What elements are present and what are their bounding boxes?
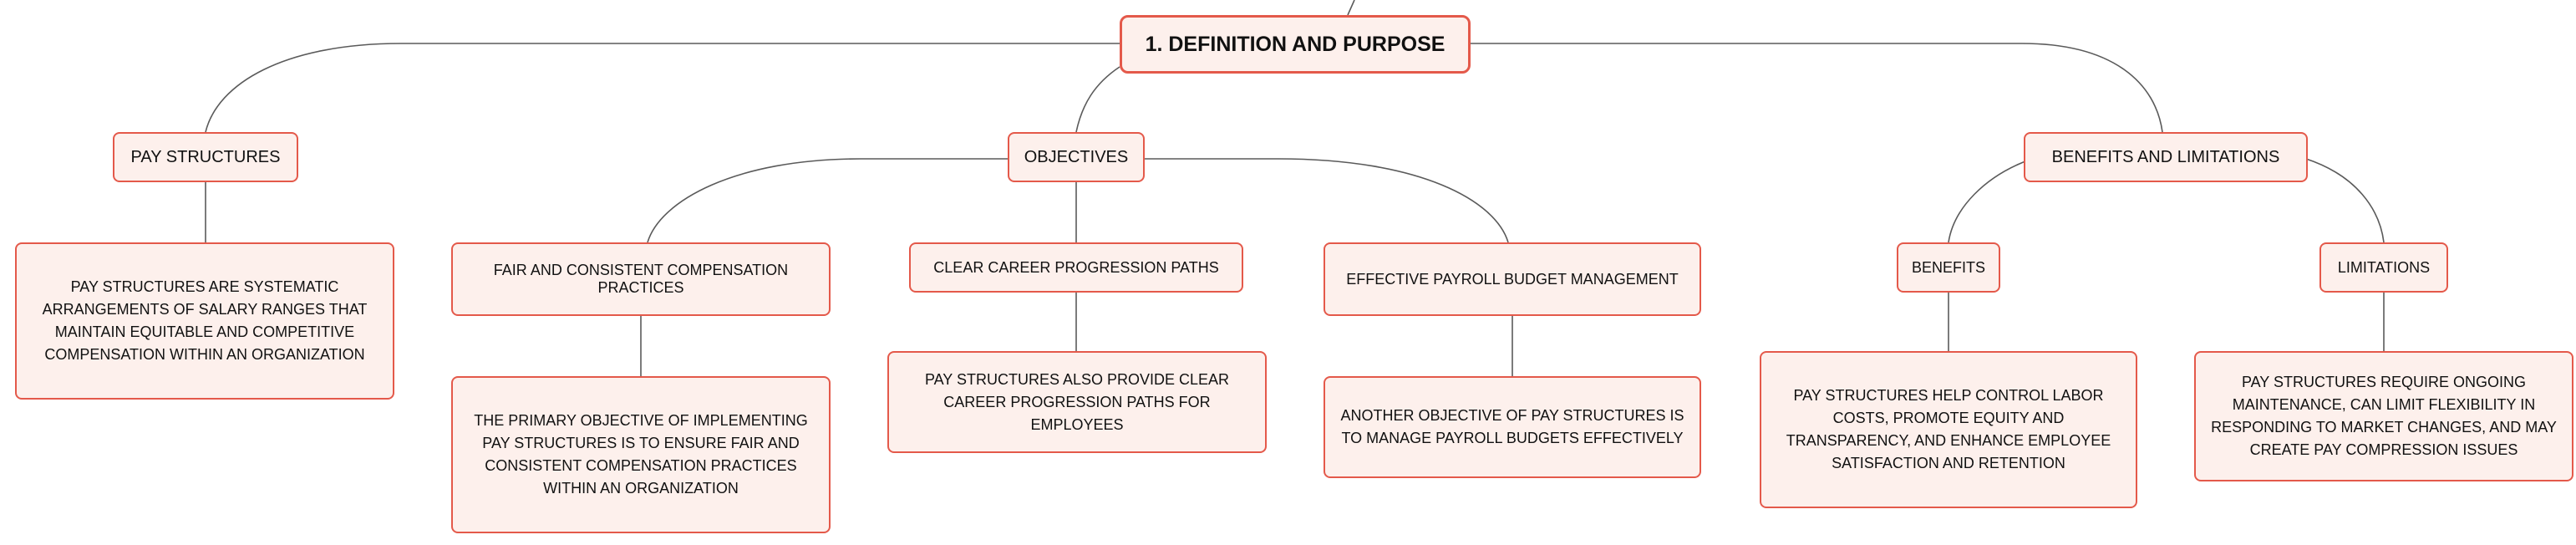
benefits-detail-text: PAY STRUCTURES HELP CONTROL LABOR COSTS,… (1786, 387, 2111, 471)
connector-root-to-objectives (1075, 66, 1120, 133)
pay-structures-label: PAY STRUCTURES (130, 147, 281, 166)
connector-parent-top (1347, 0, 1355, 16)
connector-objectives-to-fair (647, 158, 1008, 243)
connector-bl-to-limitations (2305, 158, 2385, 243)
benefits-limitations-node[interactable]: BENEFITS AND LIMITATIONS (2024, 132, 2308, 182)
payroll-budget-detail-text: ANOTHER OBJECTIVE OF PAY STRUCTURES IS T… (1340, 407, 1684, 446)
connector-bl-to-benefits (1948, 158, 2033, 243)
fair-compensation-detail-node[interactable]: THE PRIMARY OBJECTIVE OF IMPLEMENTING PA… (451, 376, 831, 533)
root-node[interactable]: 1. DEFINITION AND PURPOSE (1120, 15, 1471, 74)
limitations-detail-node[interactable]: PAY STRUCTURES REQUIRE ONGOING MAINTENAN… (2194, 351, 2573, 481)
limitations-detail-text: PAY STRUCTURES REQUIRE ONGOING MAINTENAN… (2211, 374, 2557, 458)
benefits-label: BENEFITS (1911, 258, 1985, 276)
connector-root-to-benefits-limitations (1466, 43, 2163, 133)
pay-structures-node[interactable]: PAY STRUCTURES (113, 132, 298, 182)
objectives-node[interactable]: OBJECTIVES (1008, 132, 1145, 182)
limitations-node[interactable]: LIMITATIONS (2319, 242, 2448, 293)
objectives-label: OBJECTIVES (1024, 147, 1129, 166)
benefits-detail-node[interactable]: PAY STRUCTURES HELP CONTROL LABOR COSTS,… (1760, 351, 2137, 508)
pay-structures-detail-text: PAY STRUCTURES ARE SYSTEMATIC ARRANGEMEN… (42, 278, 368, 363)
benefits-limitations-label: BENEFITS AND LIMITATIONS (2051, 147, 2280, 166)
career-paths-detail-node[interactable]: PAY STRUCTURES ALSO PROVIDE CLEAR CAREER… (887, 351, 1267, 453)
payroll-budget-label: EFFECTIVE PAYROLL BUDGET MANAGEMENT (1346, 270, 1679, 288)
fair-compensation-node[interactable]: FAIR AND CONSISTENT COMPENSATION PRACTIC… (451, 242, 831, 316)
benefits-node[interactable]: BENEFITS (1897, 242, 2000, 293)
career-paths-detail-text: PAY STRUCTURES ALSO PROVIDE CLEAR CAREER… (924, 370, 1230, 433)
fair-compensation-detail-text: THE PRIMARY OBJECTIVE OF IMPLEMENTING PA… (474, 412, 808, 497)
payroll-budget-node[interactable]: EFFECTIVE PAYROLL BUDGET MANAGEMENT (1324, 242, 1701, 316)
payroll-budget-detail-node[interactable]: ANOTHER OBJECTIVE OF PAY STRUCTURES IS T… (1324, 376, 1701, 478)
career-paths-label: CLEAR CAREER PROGRESSION PATHS (933, 258, 1219, 276)
pay-structures-detail-node[interactable]: PAY STRUCTURES ARE SYSTEMATIC ARRANGEMEN… (15, 242, 394, 400)
fair-compensation-label: FAIR AND CONSISTENT COMPENSATION PRACTIC… (493, 262, 789, 296)
connector-root-to-pay-structures (205, 43, 1120, 133)
connector-objectives-to-payroll (1145, 158, 1509, 243)
career-paths-node[interactable]: CLEAR CAREER PROGRESSION PATHS (909, 242, 1243, 293)
root-node-label: 1. DEFINITION AND PURPOSE (1145, 32, 1446, 56)
limitations-label: LIMITATIONS (2337, 258, 2431, 276)
